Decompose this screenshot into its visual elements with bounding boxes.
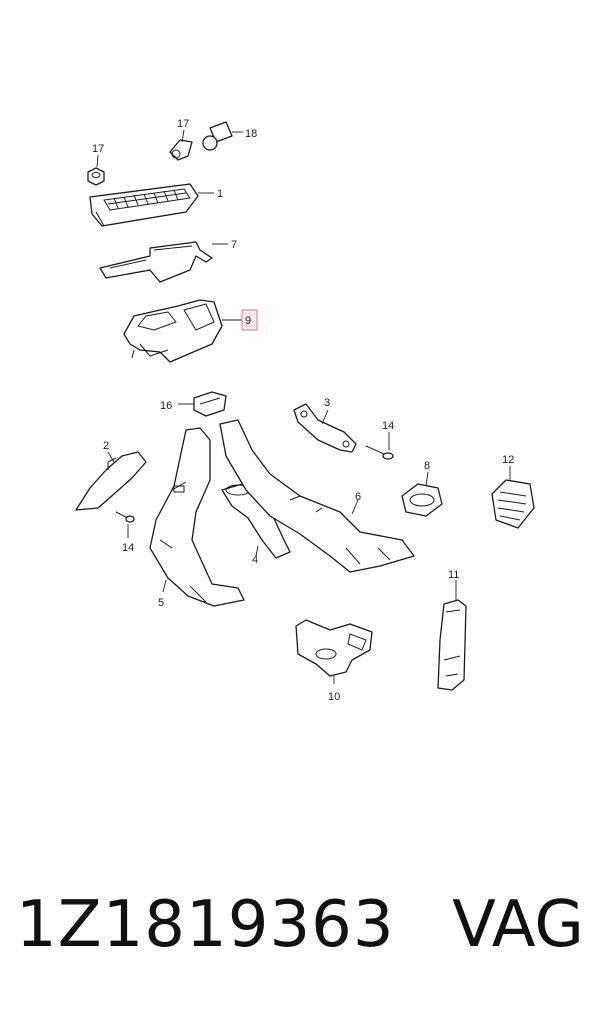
brand-label: VAG — [452, 888, 584, 962]
part-11-vertical-duct: 11 — [437, 569, 467, 691]
callout-4: 4 — [252, 554, 258, 566]
part-5-floor-duct: 5 — [149, 427, 245, 609]
callout-15: 17 — [92, 143, 104, 155]
exploded-parts-diagram: 17 17 18 1 7 9 — [75, 118, 535, 703]
part-14-screw-left: 14 — [115, 511, 135, 554]
callout-18: 18 — [245, 128, 257, 140]
callout-3: 3 — [324, 397, 330, 409]
part-1-grille-housing: 1 — [89, 183, 223, 227]
callout-11: 11 — [448, 569, 459, 581]
callout-8: 8 — [424, 460, 430, 472]
part-15-nut: 17 — [87, 143, 105, 186]
callout-9: 9 — [245, 315, 251, 327]
callout-17: 17 — [177, 118, 189, 130]
callout-7: 7 — [231, 239, 237, 251]
part-10-connector-duct: 10 — [295, 619, 373, 703]
part-17-clip: 17 — [169, 118, 193, 161]
part-7-upper-duct: 7 — [99, 239, 237, 283]
callout-14-left: 14 — [122, 542, 134, 554]
part-9-air-duct: 9 — [123, 299, 258, 363]
callout-1: 1 — [217, 188, 223, 200]
part-16-grommet: 16 — [160, 391, 227, 417]
part-14-screw-right: 14 — [365, 420, 394, 460]
callout-2: 2 — [103, 440, 109, 452]
callout-16: 16 — [160, 400, 172, 412]
part-3-bracket: 3 — [293, 397, 357, 453]
callout-6: 6 — [355, 491, 361, 503]
part-number: 1Z1819363 — [16, 888, 395, 962]
callout-9-highlight — [241, 309, 258, 331]
callout-12: 12 — [502, 454, 514, 466]
callout-10: 10 — [328, 691, 340, 703]
part-2-left-support: 2 — [75, 440, 147, 511]
part-12-vent-grille: 12 — [491, 454, 535, 529]
part-6-long-duct: 6 — [219, 419, 415, 573]
callout-5: 5 — [158, 597, 164, 609]
callout-14-right: 14 — [382, 420, 394, 432]
part-18-sensor: 18 — [202, 121, 257, 151]
part-8-grommet: 8 — [401, 460, 443, 517]
